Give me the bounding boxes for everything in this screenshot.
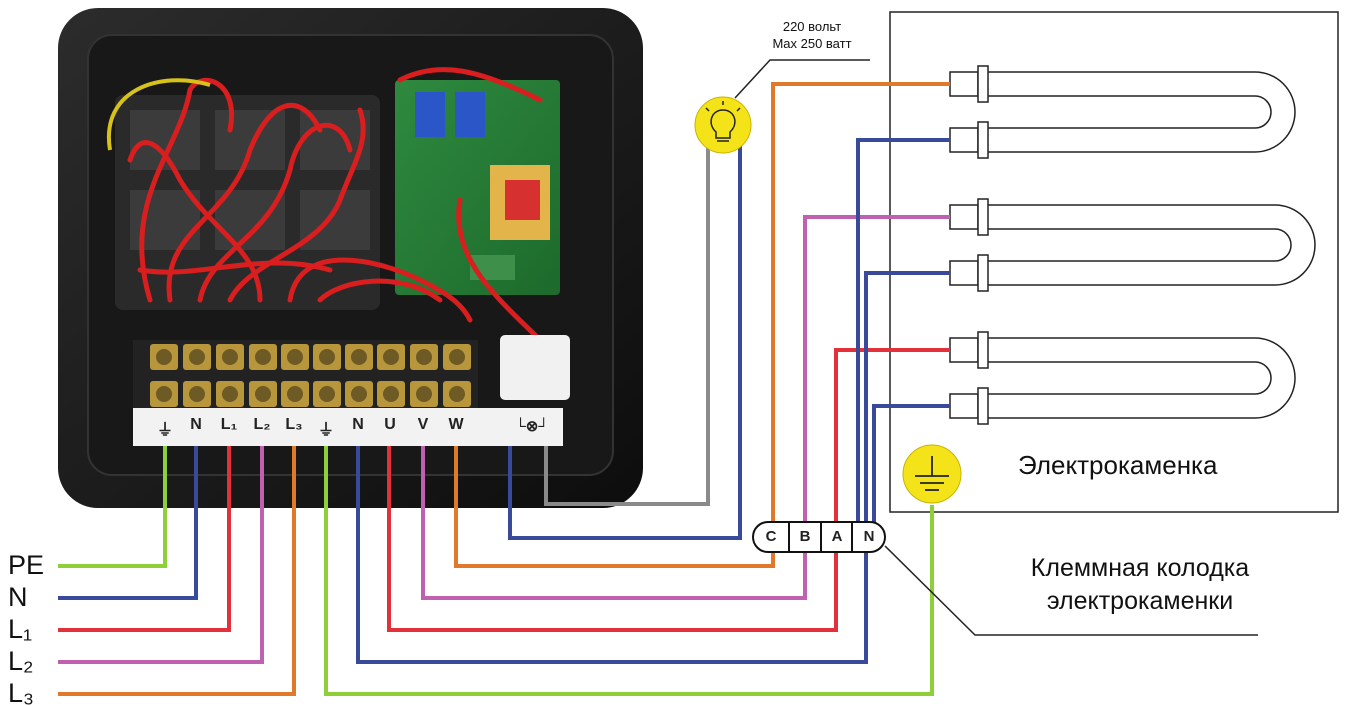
terminal-label-l3: L₃ <box>285 416 303 433</box>
wire-b-element <box>803 215 950 522</box>
terminal-label-l2: L₂ <box>253 416 271 433</box>
ground-icon <box>902 444 962 504</box>
terminal-label-v: V <box>417 416 429 433</box>
terminal-screw-head <box>189 349 205 365</box>
wire-c-element <box>771 82 950 522</box>
wire-pe-heater <box>324 446 934 696</box>
terminal-label-l1: L₁ <box>220 416 238 433</box>
wire-u-heater <box>387 446 838 632</box>
terminal-screw-head <box>156 349 172 365</box>
heater-terminal-n: N <box>863 528 875 545</box>
wire-n-element-2 <box>864 271 950 522</box>
wire-lamp-neutral <box>508 138 742 540</box>
element-fittings <box>949 65 989 425</box>
supply-label-pe: PE <box>8 550 45 580</box>
heater-terminal-c: C <box>765 528 777 545</box>
lamp-note: 220 вольт Max 250 ватт <box>762 18 862 52</box>
wire-n-element-1 <box>856 138 950 522</box>
control-board <box>395 80 560 295</box>
wire-a-element <box>834 348 950 522</box>
note-leader-line <box>734 59 870 99</box>
wire-w-heater <box>454 446 775 568</box>
wires <box>58 82 950 696</box>
terminal-strip <box>133 335 570 446</box>
wire-l3-supply <box>58 446 296 696</box>
terminal-screw-head <box>351 386 367 402</box>
wire-l1-supply <box>58 446 231 632</box>
internal-wire-yellow <box>106 78 211 151</box>
caption-line-1: Клеммная колодка <box>1030 554 1250 582</box>
supply-label-n: N <box>8 582 28 612</box>
heating-elements <box>985 71 1316 419</box>
supply-label-l3: L₃ <box>8 678 35 706</box>
terminal-block-caption: Клеммная колодка электрокаменки <box>985 552 1295 618</box>
terminal-label-w: W <box>448 416 464 433</box>
wire-l2-supply <box>58 446 264 664</box>
wire-v-heater <box>421 446 807 600</box>
terminal-label-pe-out: ⏚ <box>317 422 334 439</box>
terminal-screw-head <box>156 386 172 402</box>
terminal-screw-head <box>383 349 399 365</box>
terminal-screw-head <box>222 386 238 402</box>
terminal-label-pe-in: ⏚ <box>156 422 173 439</box>
terminal-label-n-in: N <box>190 416 202 433</box>
terminal-screw-head <box>449 349 465 365</box>
wire-lamp-live <box>544 138 710 506</box>
terminal-screw-head <box>416 386 432 402</box>
caption-line-2: электрокаменки <box>1046 587 1234 615</box>
terminal-screw-head <box>319 349 335 365</box>
terminal-screw-head <box>222 349 238 365</box>
terminal-screw-head <box>255 386 271 402</box>
wire-pe-supply <box>58 446 167 568</box>
terminal-label-lamp: └⊗┘ <box>515 418 549 435</box>
heater-label: Электрокаменка <box>1018 450 1218 480</box>
lightbulb-icon <box>694 96 752 154</box>
heater-terminal-block <box>752 521 886 553</box>
heater-terminal-b: B <box>799 528 811 545</box>
wire-n-element-3 <box>872 404 950 522</box>
terminal-label-n-out: N <box>352 416 364 433</box>
terminal-screw-head <box>287 386 303 402</box>
terminal-screw-head <box>189 386 205 402</box>
terminal-label-u: U <box>384 416 396 433</box>
controller-box <box>58 8 643 508</box>
terminal-screw-head <box>351 349 367 365</box>
caption-leader-line <box>884 545 1258 636</box>
wire-n-supply <box>58 446 198 600</box>
terminal-screw-head <box>383 386 399 402</box>
lamp-note-power: Max 250 ватт <box>772 36 852 51</box>
supply-label-l1: L₁ <box>8 614 33 644</box>
heater-terminal-a: A <box>831 528 843 545</box>
terminal-screw-head <box>416 349 432 365</box>
internal-wiring <box>127 67 543 343</box>
terminal-screw-head <box>319 386 335 402</box>
lamp-note-voltage: 220 вольт <box>782 19 842 34</box>
terminal-screw-head <box>449 386 465 402</box>
supply-label-l2: L₂ <box>8 646 34 676</box>
terminal-screw-head <box>255 349 271 365</box>
terminal-screw-head <box>287 349 303 365</box>
wire-n-heater <box>356 446 868 664</box>
